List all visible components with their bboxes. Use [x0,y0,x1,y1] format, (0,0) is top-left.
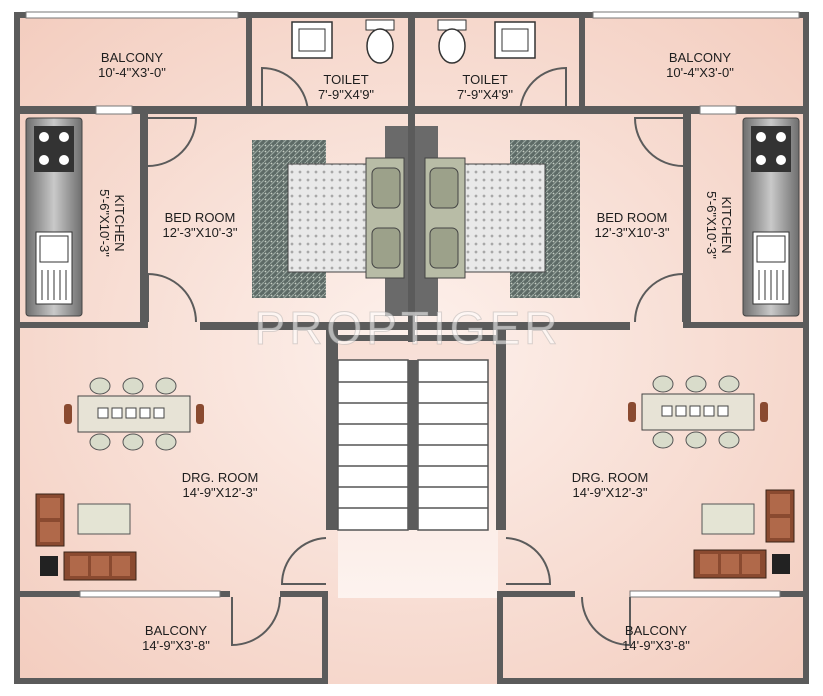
bed-left [252,126,408,316]
room-label-toilet-left: TOILET 7'-9"X4'9" [318,72,374,102]
room-dimension: 14'-9"X3'-8" [142,638,210,653]
room-dimension: 12'-3"X10'-3" [594,225,670,240]
room-label-balcony-bottom-right: BALCONY 14'-9"X3'-8" [622,623,690,653]
dining-table-left [64,377,204,451]
room-name: KITCHEN [719,196,734,254]
room-label-balcony-top-right: BALCONY 10'-4"X3'-0" [666,50,734,80]
room-dimension: 14'-9"X12'-3" [572,485,648,500]
kitchen-counter-right [742,117,800,317]
toilet-fixtures-right [437,19,536,64]
windows [25,11,800,598]
room-label-balcony-top-left: BALCONY 10'-4"X3'-0" [98,50,166,80]
room-name: TOILET [462,72,508,87]
room-dimension: 10'-4"X3'-0" [666,65,734,80]
room-label-balcony-bottom-left: BALCONY 14'-9"X3'-8" [142,623,210,653]
room-label-bedroom-right: BED ROOM 12'-3"X10'-3" [595,210,670,240]
room-dimension: 5'-6"X10'-3" [704,191,719,259]
room-label-toilet-right: TOILET 7'-9"X4'9" [457,72,513,102]
room-name: TOILET [323,72,369,87]
room-name: BALCONY [100,50,164,65]
room-name: DRG. ROOM [181,470,259,485]
room-name: DRG. ROOM [571,470,649,485]
room-name: KITCHEN [112,194,127,252]
room-label-drawing-right: DRG. ROOM 14'-9"X12'-3" [572,470,649,500]
kitchen-counter-left [25,117,83,317]
sofa-set-right [693,489,795,579]
walls [14,12,809,684]
room-dimension: 7'-9"X4'9" [317,87,375,102]
room-dimension: 14'-9"X3'-8" [622,638,690,653]
room-label-kitchen-right: KITCHEN 5'-6"X10'-3" [704,191,734,259]
sofa-set-left [35,493,137,581]
toilet-fixtures-left [291,19,395,64]
room-name: BALCONY [668,50,732,65]
doors [147,66,684,647]
room-dimension: 10'-4"X3'-0" [98,65,166,80]
room-name: BALCONY [624,623,688,638]
room-label-kitchen-left: KITCHEN 5'-6"X10'-3" [97,189,127,257]
room-name: BED ROOM [164,210,236,225]
room-name: BALCONY [144,623,208,638]
room-dimension: 14'-9"X12'-3" [182,485,258,500]
room-label-bedroom-left: BED ROOM 12'-3"X10'-3" [163,210,238,240]
room-dimension: 12'-3"X10'-3" [162,225,238,240]
room-name: BED ROOM [596,210,668,225]
room-dimension: 7'-9"X4'9" [456,87,514,102]
staircase [337,359,489,531]
dining-table-right [628,375,768,449]
room-dimension: 5'-6"X10'-3" [97,189,112,257]
room-label-drawing-left: DRG. ROOM 14'-9"X12'-3" [182,470,259,500]
bed-right [415,126,580,316]
